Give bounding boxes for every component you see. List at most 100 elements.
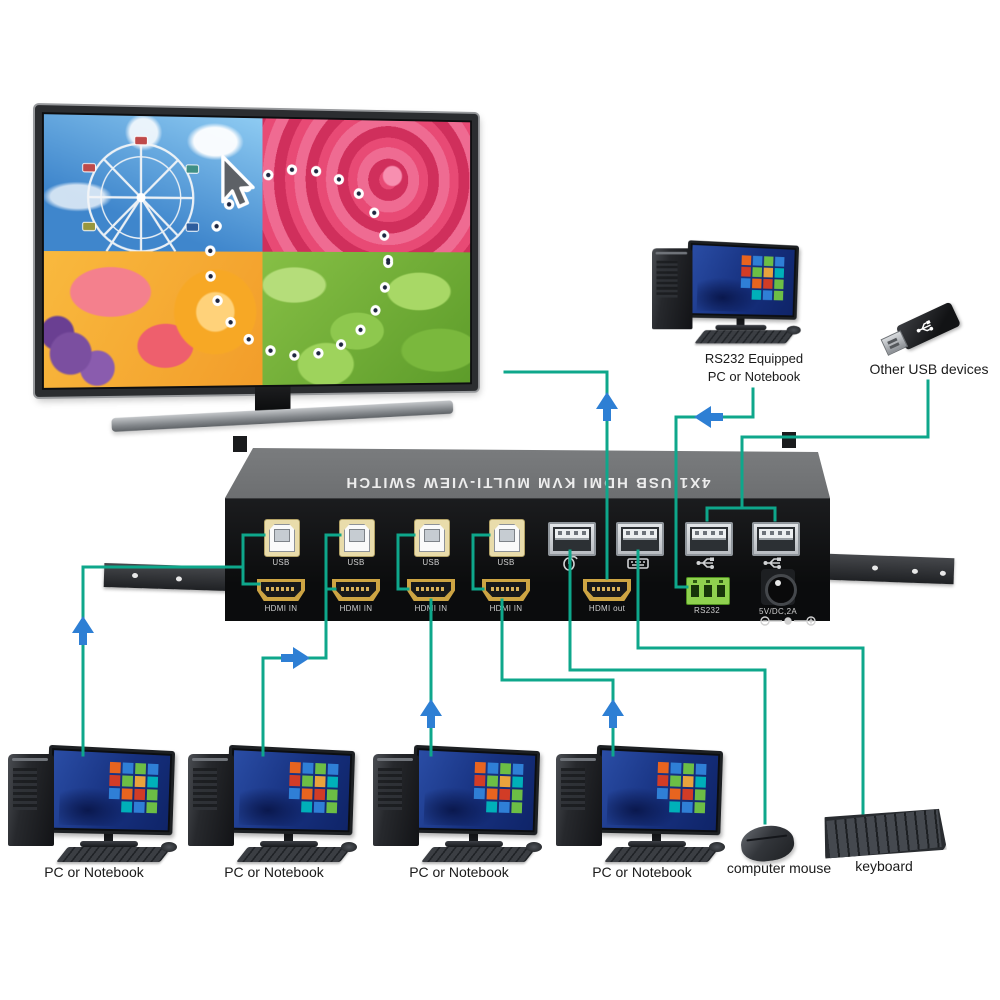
rs232-pc: [652, 240, 803, 347]
usb-b-label-4: USB: [497, 558, 515, 567]
rear-tab: [782, 432, 796, 448]
computer-mouse-label: computer mouse: [726, 860, 832, 876]
pc-screen: [416, 750, 536, 831]
rs232-port: [686, 577, 730, 605]
hdmi-in-port-2: [332, 579, 380, 601]
pc-monitor: [594, 744, 724, 836]
kvm-switch-title: 4X1 USB HDMI KVM MULTI-VIEW SWITCH: [344, 474, 711, 491]
usb-b-port-2: [339, 519, 375, 557]
power-label: 5V/DC,2A: [759, 607, 797, 616]
source-pc-3: [373, 744, 545, 866]
pc-tower: [652, 248, 693, 330]
monitor-base: [715, 324, 767, 331]
rs232-label: RS232: [694, 606, 720, 615]
usb-icon: [916, 320, 934, 333]
bracket-hole: [871, 565, 879, 571]
rs232-pc-label: RS232 Equipped PC or Notebook: [704, 351, 804, 384]
win8-tiles: [741, 255, 752, 266]
mounting-bracket-left: [103, 563, 229, 591]
hdmi-in-port-4: [482, 579, 530, 601]
usb-b-label-2: USB: [347, 558, 365, 567]
pc-mouse: [341, 842, 357, 852]
pc-label-3: PC or Notebook: [409, 864, 509, 880]
bracket-hole: [939, 570, 946, 576]
monitor-stand: [736, 311, 745, 327]
pc-screen: [690, 244, 795, 316]
pc-tower: [373, 754, 419, 846]
pc-monitor: [226, 744, 356, 836]
computer-mouse: [739, 822, 796, 865]
usb-b-port-4: [489, 519, 525, 557]
pc-keyboard: [236, 847, 352, 862]
pc-tower: [8, 754, 54, 846]
pc-label-4: PC or Notebook: [592, 864, 692, 880]
dc-power-jack: [761, 569, 797, 606]
hdmi-out-port: [583, 579, 631, 601]
hdmi-in-port-1: [257, 579, 305, 601]
mounting-bracket-right: [827, 553, 955, 585]
source-pc-2: [188, 744, 360, 866]
usb-a-port-3: [685, 522, 733, 556]
pc-mouse: [709, 842, 725, 852]
bracket-hole: [175, 576, 183, 582]
dotted-selection-ring: [42, 112, 472, 390]
power-polarity-icon: [760, 616, 816, 626]
pc-screen: [231, 750, 351, 831]
usb-b-label-1: USB: [272, 558, 290, 567]
win8-tiles: [657, 761, 669, 774]
pc-keyboard: [694, 330, 797, 344]
tv-stand-neck: [254, 386, 291, 411]
hdmi-out-label: HDMI out: [588, 604, 626, 613]
usb-a-port-mouse: [548, 522, 596, 556]
usb-flash-drive: [874, 298, 970, 360]
pc-keyboard: [56, 847, 172, 862]
arrow-up-pc1: [72, 616, 94, 645]
pc-tower: [188, 754, 234, 846]
arrow-up-tv: [596, 392, 618, 421]
pc-mouse: [786, 325, 801, 335]
hdmi-in-label-1: HDMI IN: [264, 604, 298, 613]
win8-tiles: [109, 761, 121, 774]
arrow-up-pc3: [420, 699, 442, 728]
arrow-right-pc2: [281, 647, 310, 669]
pc-monitor: [46, 744, 176, 836]
other-usb-devices-label: Other USB devices: [869, 361, 989, 377]
pc-screen: [51, 750, 171, 831]
keyboard-icon: [627, 558, 649, 569]
arrow-up-pc4: [602, 699, 624, 728]
usb-a-port-4: [752, 522, 800, 556]
keyboard: [821, 804, 947, 864]
usb-b-label-3: USB: [422, 558, 440, 567]
tv-quadrant-ferris-wheel: [43, 114, 263, 252]
pc-monitor: [411, 744, 541, 836]
hdmi-in-label-4: HDMI IN: [489, 604, 523, 613]
hdmi-in-port-3: [407, 579, 455, 601]
pc-mouse: [161, 842, 177, 852]
win8-tiles: [289, 761, 301, 774]
hdmi-in-label-2: HDMI IN: [339, 604, 373, 613]
pc-label-2: PC or Notebook: [224, 864, 324, 880]
tv-frame: [35, 105, 479, 397]
pc-label-1: PC or Notebook: [44, 864, 144, 880]
pc-tower: [556, 754, 602, 846]
keyboard-label: keyboard: [855, 858, 913, 874]
usb-icon: [696, 557, 714, 569]
mouse-icon: [563, 555, 578, 571]
tv-screen: [43, 114, 471, 388]
pc-mouse: [526, 842, 542, 852]
usb-b-port-1: [264, 519, 300, 557]
pc-keyboard: [421, 847, 537, 862]
pc-screen: [599, 750, 719, 831]
arrow-left-rs232: [694, 406, 723, 428]
kvm-switch-top-face: 4X1 USB HDMI KVM MULTI-VIEW SWITCH: [225, 448, 830, 498]
usb-b-port-3: [414, 519, 450, 557]
quad-view-tv: [35, 105, 479, 450]
source-pc-1: [8, 744, 180, 866]
usb-a-port-keyboard: [616, 522, 664, 556]
hdmi-in-label-3: HDMI IN: [414, 604, 448, 613]
win8-tiles: [474, 761, 486, 774]
kvm-switch-front-panel: USB USB USB USB HDMI IN HDMI IN HDMI IN …: [225, 498, 830, 626]
pc-monitor: [685, 240, 800, 320]
rear-tab: [233, 436, 247, 452]
